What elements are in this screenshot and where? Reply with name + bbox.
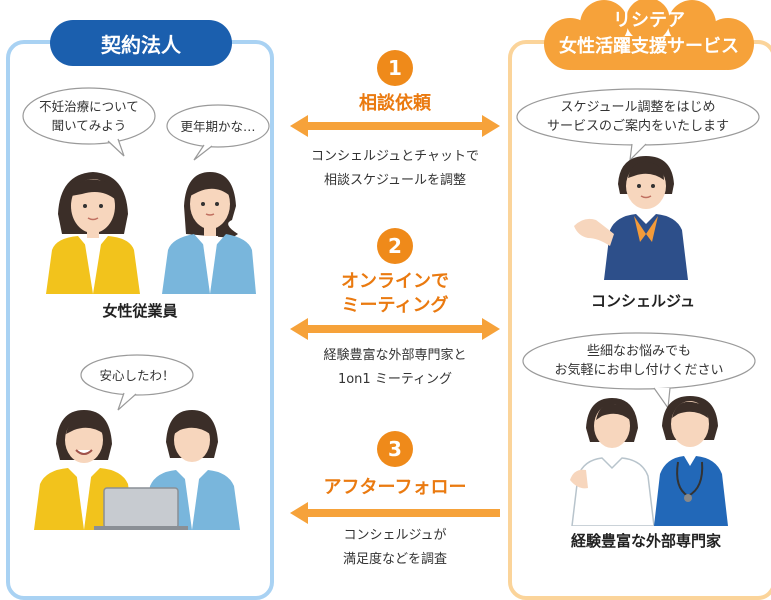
double-arrow-icon: [290, 115, 500, 137]
speech-bubble-relieved: 安心したわ！: [78, 352, 196, 411]
concierge-illustration: [574, 156, 688, 280]
bubble-text: スケジュール調整をはじめ サービスのご案内をいたします: [546, 100, 729, 134]
double-arrow-icon: [290, 318, 500, 340]
step-2-title: オンラインで ミーティング: [341, 271, 449, 316]
step-1-title: 相談依頼: [359, 93, 431, 114]
step-1-description: コンシェルジュとチャットで 相談スケジュールを調整: [311, 149, 479, 188]
step-1-number-badge: 1: [377, 50, 413, 86]
speech-bubble-fertility: 不妊治療について 聞いてみよう: [20, 86, 158, 157]
bubble-shape: [22, 87, 156, 157]
step-2-description: 経験豊富な外部専門家と 1on1 ミーティング: [323, 348, 467, 387]
concierge-caption: コンシェルジュ: [591, 292, 695, 310]
bubble-text: 不妊治療について 聞いてみよう: [39, 99, 139, 133]
bubble-text: 安心したわ！: [99, 367, 175, 383]
company-label: 契約法人: [50, 20, 232, 66]
cloud-shape: [544, 0, 754, 70]
meeting-illustration: [34, 410, 240, 530]
experts-caption: 経験豊富な外部専門家: [570, 532, 721, 550]
left-arrow-icon: [290, 502, 500, 524]
experts-illustration: [570, 396, 728, 526]
bubble-shape: [166, 104, 270, 161]
bubble-text: 更年期かな…: [180, 118, 256, 134]
employee-blue-illustration: [162, 172, 256, 294]
bubble-shape: [522, 332, 756, 410]
service-cloud-header: リシテア 女性活躍支援サービス: [536, 0, 762, 72]
step-2-number-badge: 2: [377, 228, 413, 264]
step-3-description: コンシェルジュが 満足度などを調査: [342, 528, 447, 567]
employee-yellow-illustration: [46, 172, 140, 294]
bubble-shape: [80, 354, 194, 411]
speech-bubble-menopause: 更年期かな…: [164, 102, 272, 161]
employees-caption: 女性従業員: [102, 302, 178, 320]
speech-bubble-experts: 些細なお悩みでも お気軽にお申し付けください: [520, 330, 758, 410]
service-title: リシテア 女性活躍支援サービス: [559, 10, 739, 57]
speech-bubble-concierge: スケジュール調整をはじめ サービスのご案内をいたします: [514, 86, 762, 162]
step-3-title: アフターフォロー: [323, 477, 467, 498]
step-3-number-badge: 3: [377, 431, 413, 467]
bubble-text: 些細なお悩みでも お気軽にお申し付けください: [554, 344, 724, 378]
